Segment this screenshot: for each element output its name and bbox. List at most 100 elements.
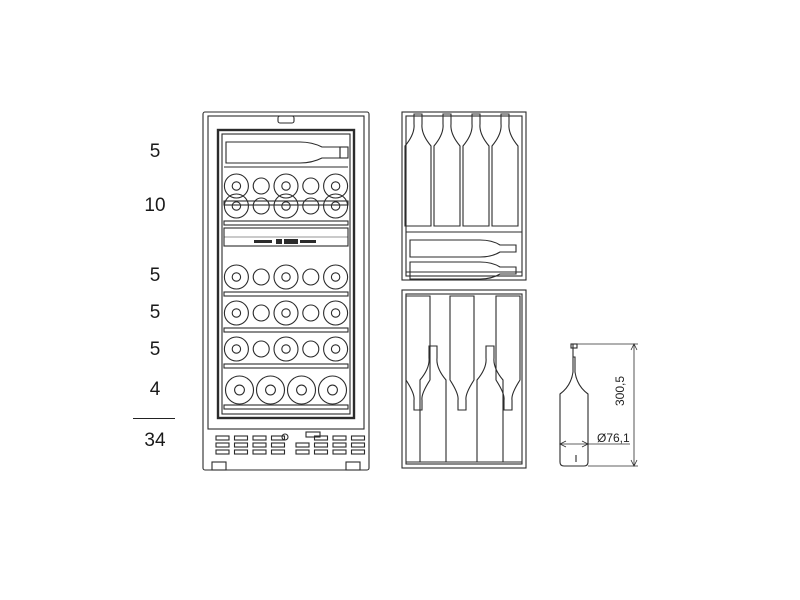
grille-slot (215, 435, 230, 441)
bottle-end (323, 173, 349, 199)
bottle-end (273, 173, 299, 199)
bottle-outline (559, 344, 589, 467)
bottle-end (286, 375, 317, 405)
grille-slot (252, 442, 267, 448)
bottle-end-inner (327, 384, 338, 396)
bottle-end (252, 268, 270, 286)
bottle-neck-up (419, 345, 447, 463)
bottle-end (323, 264, 349, 290)
bottle-end (323, 300, 349, 326)
bottle-end (323, 336, 349, 362)
lock-icon (281, 433, 289, 441)
bottle-end (223, 300, 249, 326)
grille-slot (252, 435, 267, 441)
grille-slot (233, 435, 249, 441)
bottle-end-inner (281, 344, 291, 354)
bottle-end-inner (231, 201, 242, 211)
bottle-end-inner (231, 344, 242, 354)
shelf-rail (223, 404, 349, 410)
grille-slot (295, 449, 310, 455)
bottle-row-1 (223, 173, 349, 206)
rack-count-bottom: 4 (149, 379, 161, 400)
grille-slot (233, 449, 249, 455)
bottle-end-inner (231, 308, 242, 318)
standing-bottle (491, 113, 519, 227)
bottle-end-inner (281, 201, 291, 211)
bottle-end (273, 193, 299, 219)
grille-slot (215, 449, 230, 455)
bottle-end-inner (330, 308, 341, 318)
bottle-dimension-drawing (559, 343, 638, 467)
grille-slot (270, 449, 286, 455)
bottle-end (302, 197, 320, 215)
rack-count-top: 5 (149, 141, 161, 162)
shelf-rail (223, 291, 349, 297)
grille-slot (313, 449, 329, 455)
side-view-lower-section (401, 289, 527, 469)
bottle-end (223, 336, 249, 362)
bottle-end-inner (281, 181, 291, 191)
bottle-end (255, 375, 286, 405)
grille-slot (313, 442, 329, 448)
bottle-height-label: 300,5 (613, 375, 627, 406)
shelf-rail (223, 220, 349, 226)
bottle-end-inner (330, 272, 341, 282)
bottle-neck-down (405, 295, 431, 411)
bottle-row-5 (223, 336, 349, 369)
grille-slot (313, 435, 329, 441)
rack-count-3: 5 (149, 265, 161, 286)
bottle-row-4 (223, 300, 349, 333)
control-panel (223, 227, 349, 247)
bottle-end-inner (330, 344, 341, 354)
bottle-end-inner (234, 384, 245, 396)
grille-slot (233, 442, 249, 448)
grille-slot (332, 442, 347, 448)
grille-slot (332, 435, 347, 441)
shelf-rail (223, 363, 349, 369)
bottle-diameter-label: Ø76,1 (597, 431, 630, 445)
bottle-end (223, 193, 249, 219)
bottle-end-inner (281, 308, 291, 318)
grille-slot (295, 442, 310, 448)
bottle-end-inner (330, 201, 341, 211)
shelf-rail (223, 200, 349, 206)
standing-bottle (433, 113, 461, 227)
bottle-end-inner (281, 272, 291, 282)
total-capacity: 34 (144, 430, 166, 451)
bottle-end (223, 264, 249, 290)
bottle-end-inner (296, 384, 307, 396)
bottle-row-6 (223, 375, 349, 410)
rack-count-2: 10 (144, 195, 166, 216)
shelf-rail (223, 327, 349, 333)
bottle-end-inner (231, 181, 242, 191)
bottle-end (252, 340, 270, 358)
bottle-end (302, 304, 320, 322)
grille-slot (332, 449, 347, 455)
bottle-end (273, 300, 299, 326)
bottle-end (302, 268, 320, 286)
wine-fridge-front-view (202, 111, 370, 471)
bottle-end (323, 193, 349, 219)
bottle-end (223, 173, 249, 199)
bottle-end (302, 340, 320, 358)
standing-bottle (404, 113, 432, 227)
standing-bottle (462, 113, 490, 227)
bottle-end-inner (231, 272, 242, 282)
grille-slot (350, 449, 366, 455)
bottle-end (224, 375, 255, 405)
ventilation-grille (208, 428, 366, 455)
grille-slot (350, 435, 366, 441)
bottle-neck-up (476, 345, 504, 463)
lying-bottle (409, 261, 517, 280)
bottle-end (317, 375, 348, 405)
bottle-end (302, 177, 320, 195)
bottle-neck-down (449, 295, 475, 411)
lying-bottle (409, 239, 517, 258)
bottle-end (273, 336, 299, 362)
grille-slot (270, 435, 286, 441)
grille-slot (215, 442, 230, 448)
shelf-rows (223, 173, 349, 410)
grille-slot (270, 442, 286, 448)
bottle-end (252, 177, 270, 195)
